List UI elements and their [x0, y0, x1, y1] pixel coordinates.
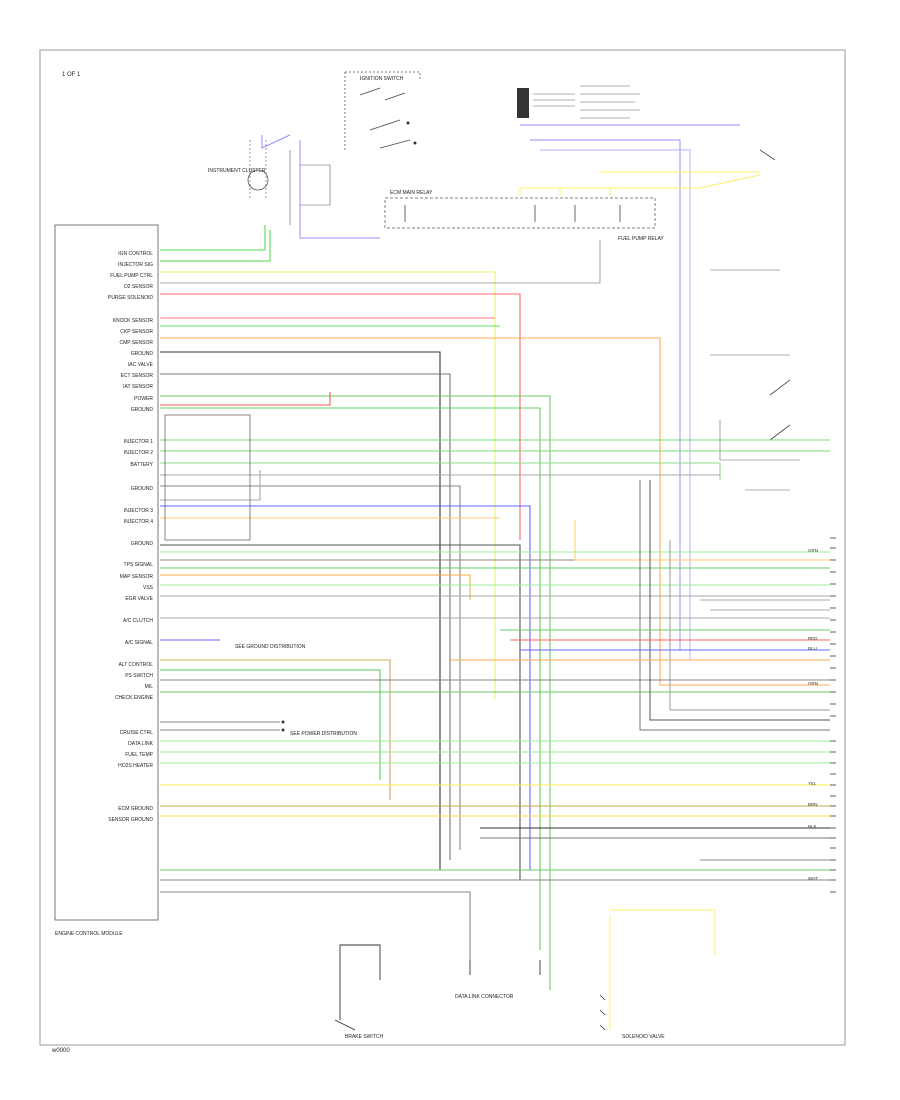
wire-color-label: BRN: [808, 802, 818, 807]
ecm-pin-label: INJECTOR 1: [124, 439, 153, 445]
wire-color-label: YEL: [808, 781, 817, 786]
right-wire-labels: GRN RED YEL BLU BLK BRN WHT ORN: [808, 548, 818, 881]
ecm-pin-label: PS SWITCH: [125, 673, 153, 679]
ecm-label: ENGINE CONTROL MODULE: [55, 931, 123, 937]
ecm-harness-wires: [160, 225, 830, 990]
ecm-pin-label: KNOCK SENSOR: [113, 318, 154, 324]
fuse-block-group: [517, 85, 640, 119]
ecm-pin-label: VSS: [143, 585, 154, 591]
ecm-pin-label: GROUND: [131, 486, 154, 492]
right-bus-wires: [450, 480, 830, 861]
mid-notes: SEE GROUND DISTRIBUTION SEE POWER DISTRI…: [235, 644, 357, 737]
ignition-switch-label: IGNITION SWITCH: [360, 76, 404, 82]
ecm-pin-label: INJECTOR 3: [124, 508, 153, 514]
ecm-pin-label: PURGE SOLENOID: [108, 295, 153, 301]
data-link-connector-group: DATA LINK CONNECTOR: [455, 960, 541, 1000]
solenoid-valve-label: SOLENOID VALVE: [622, 1034, 665, 1040]
ecm-pin-label: IAT SENSOR: [123, 384, 153, 390]
wire-color-label: BLU: [808, 646, 817, 651]
ecm-pin-label: CMP SENSOR: [119, 340, 153, 346]
page-frame: [39, 49, 846, 1046]
power-note: SEE POWER DISTRIBUTION: [290, 731, 357, 737]
ecm-connector-box: [164, 414, 251, 541]
ecm-pin-label: MAP SENSOR: [120, 574, 154, 580]
ecm-pin-label: INJECTOR 4: [124, 519, 153, 525]
ecm-pin-label: FUEL PUMP CTRL: [110, 273, 153, 279]
ecm-pin-label: IAC VALVE: [128, 362, 154, 368]
ecm-pin-label: CKP SENSOR: [120, 329, 153, 335]
ecm-pin-label: CHECK ENGINE: [115, 695, 154, 701]
ecm-pin-label: SENSOR GROUND: [108, 817, 153, 823]
wire-color-label: GRN: [808, 548, 818, 553]
data-link-connector-label: DATA LINK CONNECTOR: [455, 994, 514, 1000]
ecm-pin-label: EGR VALVE: [125, 596, 153, 602]
right-upper-components: [710, 149, 800, 491]
ecm-pin-label: GROUND: [131, 541, 154, 547]
ecm-pin-labels: IGN CONTROL INJECTOR SIG FUEL PUMP CTRL …: [108, 251, 154, 823]
ecm-pin-label: TPS SIGNAL: [124, 562, 154, 568]
ecm-pin-label: O2 SENSOR: [124, 284, 154, 290]
ecm-pin-label: INJECTOR SIG: [118, 262, 153, 268]
ignition-switch-group: IGNITION SWITCH: [344, 71, 421, 150]
ecm-pin-label: BATTERY: [130, 462, 153, 468]
ecm-pin-label: ECM GROUND: [118, 806, 153, 812]
ecm-main-relay-label: ECM MAIN RELAY: [390, 190, 433, 196]
fuel-pump-relay-label: FUEL PUMP RELAY: [618, 236, 664, 242]
ecm-pin-label: GROUND: [131, 407, 154, 413]
wire-color-label: RED: [808, 636, 818, 641]
ecm-pin-label: MIL: [145, 684, 154, 690]
ecm-pin-label: INJECTOR 2: [124, 450, 153, 456]
ecm-pin-label: ECT SENSOR: [121, 373, 154, 379]
ecm-pin-label: A/C CLUTCH: [123, 618, 153, 624]
ecm-pin-label: CRUISE CTRL: [120, 730, 154, 736]
ecm-pin-label: POWER: [134, 396, 153, 402]
wire-color-label: BLK: [808, 824, 817, 829]
solenoid-valve-group: SOLENOID VALVE: [599, 909, 716, 1040]
wire-color-label: WHT: [808, 876, 818, 881]
instrument-cluster-group: INSTRUMENT CLUSTER: [208, 140, 331, 225]
brake-switch-label: BRAKE SWITCH: [345, 1034, 383, 1040]
instrument-cluster-label: INSTRUMENT CLUSTER: [208, 168, 266, 174]
ground-note: SEE GROUND DISTRIBUTION: [235, 644, 306, 650]
wire-color-label: ORN: [808, 681, 818, 686]
main-relay-group: ECM MAIN RELAY FUEL PUMP RELAY: [384, 190, 664, 242]
corner-tag: 1 OF 1: [62, 72, 81, 78]
ecm-pin-label: HO2S HEATER: [118, 763, 153, 769]
ecm-block: [54, 224, 159, 921]
ecm-pin-label: IGN CONTROL: [118, 251, 153, 257]
ecm-pin-label: GROUND: [131, 351, 154, 357]
right-connector-ticks: [830, 537, 836, 893]
ecm-pin-label: DATA LINK: [128, 741, 153, 747]
top-feed-wires: [261, 124, 761, 660]
ecm-pin-label: FUEL TEMP: [125, 752, 153, 758]
ecm-pin-label: A/C SIGNAL: [125, 640, 153, 646]
page-code: w0000: [51, 1048, 70, 1054]
brake-switch-group: BRAKE SWITCH: [334, 944, 383, 1040]
ecm-pin-label: ALT CONTROL: [118, 662, 153, 668]
